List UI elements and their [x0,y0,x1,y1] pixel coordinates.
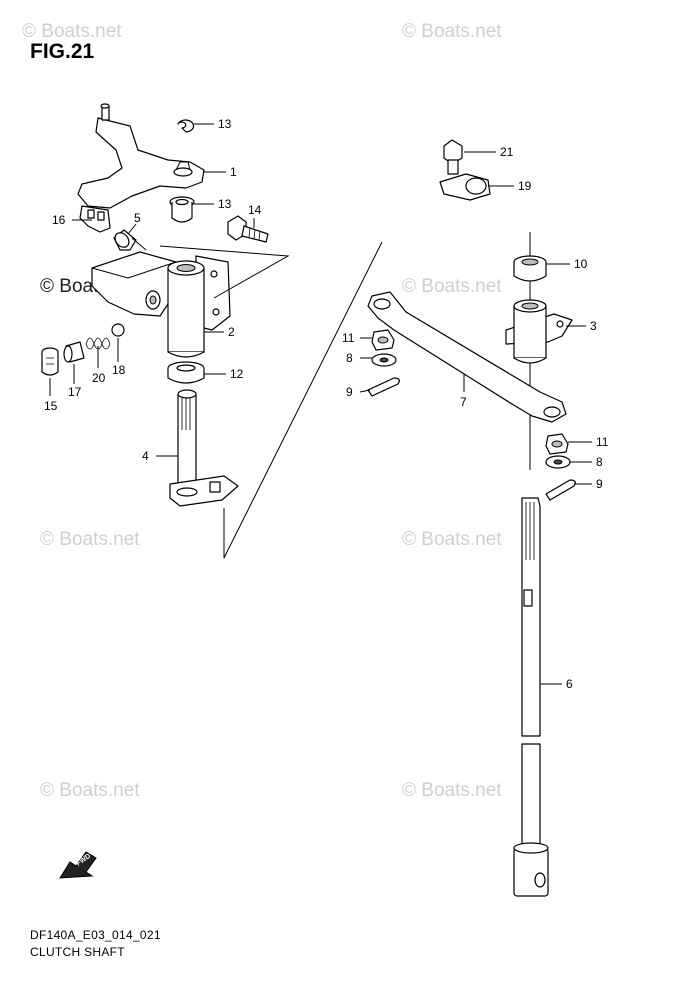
callout-12: 12 [230,367,244,381]
callout-leaders [49,123,592,685]
callout-17: 17 [68,385,82,399]
part-17-spacer [63,341,85,363]
fwd-arrow-icon: FWD [59,851,97,879]
callout-labels: 13 1 13 14 16 5 2 12 4 15 17 20 18 21 19… [44,117,609,691]
watermark: © Boats.net [40,529,140,550]
figure-label: FIG.21 [30,40,95,63]
callout-5: 5 [134,211,141,225]
part-19-clamp [439,173,491,201]
callout-8-lower: 8 [596,455,603,469]
part-1-lever [77,103,205,209]
diagram-caption: CLUTCH SHAFT [30,945,125,959]
part-3-lever-hub [505,299,573,364]
part-13-bushing [169,196,195,223]
part-11-nut [545,433,569,455]
part-9-pin [367,377,400,397]
callout-6: 6 [566,677,573,691]
callout-15: 15 [44,399,58,413]
part-14-bolt [227,215,269,243]
callout-20: 20 [92,371,106,385]
part-16-bracket [79,205,111,233]
callout-11-lower: 11 [596,435,609,449]
part-5-fitting [113,229,137,251]
part-21-bolt [443,139,463,175]
callout-4: 4 [142,449,149,463]
part-11-nut [371,329,395,351]
callout-2: 2 [228,325,235,339]
part-18-ball [111,323,125,337]
callout-10: 10 [574,257,588,271]
watermark: © Boats.net [402,21,502,42]
callout-9-upper: 9 [346,385,353,399]
watermark: © Boats.net [402,276,502,297]
watermark: © Boats.net [402,529,502,550]
callout-14: 14 [248,203,262,217]
callout-11-upper: 11 [342,331,355,345]
part-12-bushing [167,361,205,384]
watermark: © Boats.net [402,780,502,801]
part-2-housing [91,251,231,358]
part-13-clip [177,119,195,133]
watermark: © Boats.net [22,21,122,42]
callout-8-upper: 8 [346,351,353,365]
callout-1: 1 [230,165,237,179]
part-4-shaft [169,389,239,507]
diagram-code: DF140A_E03_014_021 [30,928,161,942]
callout-16: 16 [52,213,66,227]
part-10-cap [513,255,547,282]
part-7-link [367,291,567,423]
part-9-pin [545,479,576,501]
callout-13-clip: 13 [218,117,232,131]
part-6-long-shaft [513,497,549,897]
callout-21: 21 [500,145,514,159]
part-8-washer [545,455,571,469]
callout-13-bushing: 13 [218,197,232,211]
watermark: © Boats.net [40,780,140,801]
callout-3: 3 [590,319,597,333]
part-8-washer [371,353,397,367]
callout-19: 19 [518,179,532,193]
callout-18: 18 [112,363,126,377]
watermarks: © Boats.net © Boats.net © Boats.net © Bo… [22,21,502,801]
callout-9-lower: 9 [596,477,603,491]
part-15-plug [41,347,59,376]
callout-7: 7 [460,395,467,409]
